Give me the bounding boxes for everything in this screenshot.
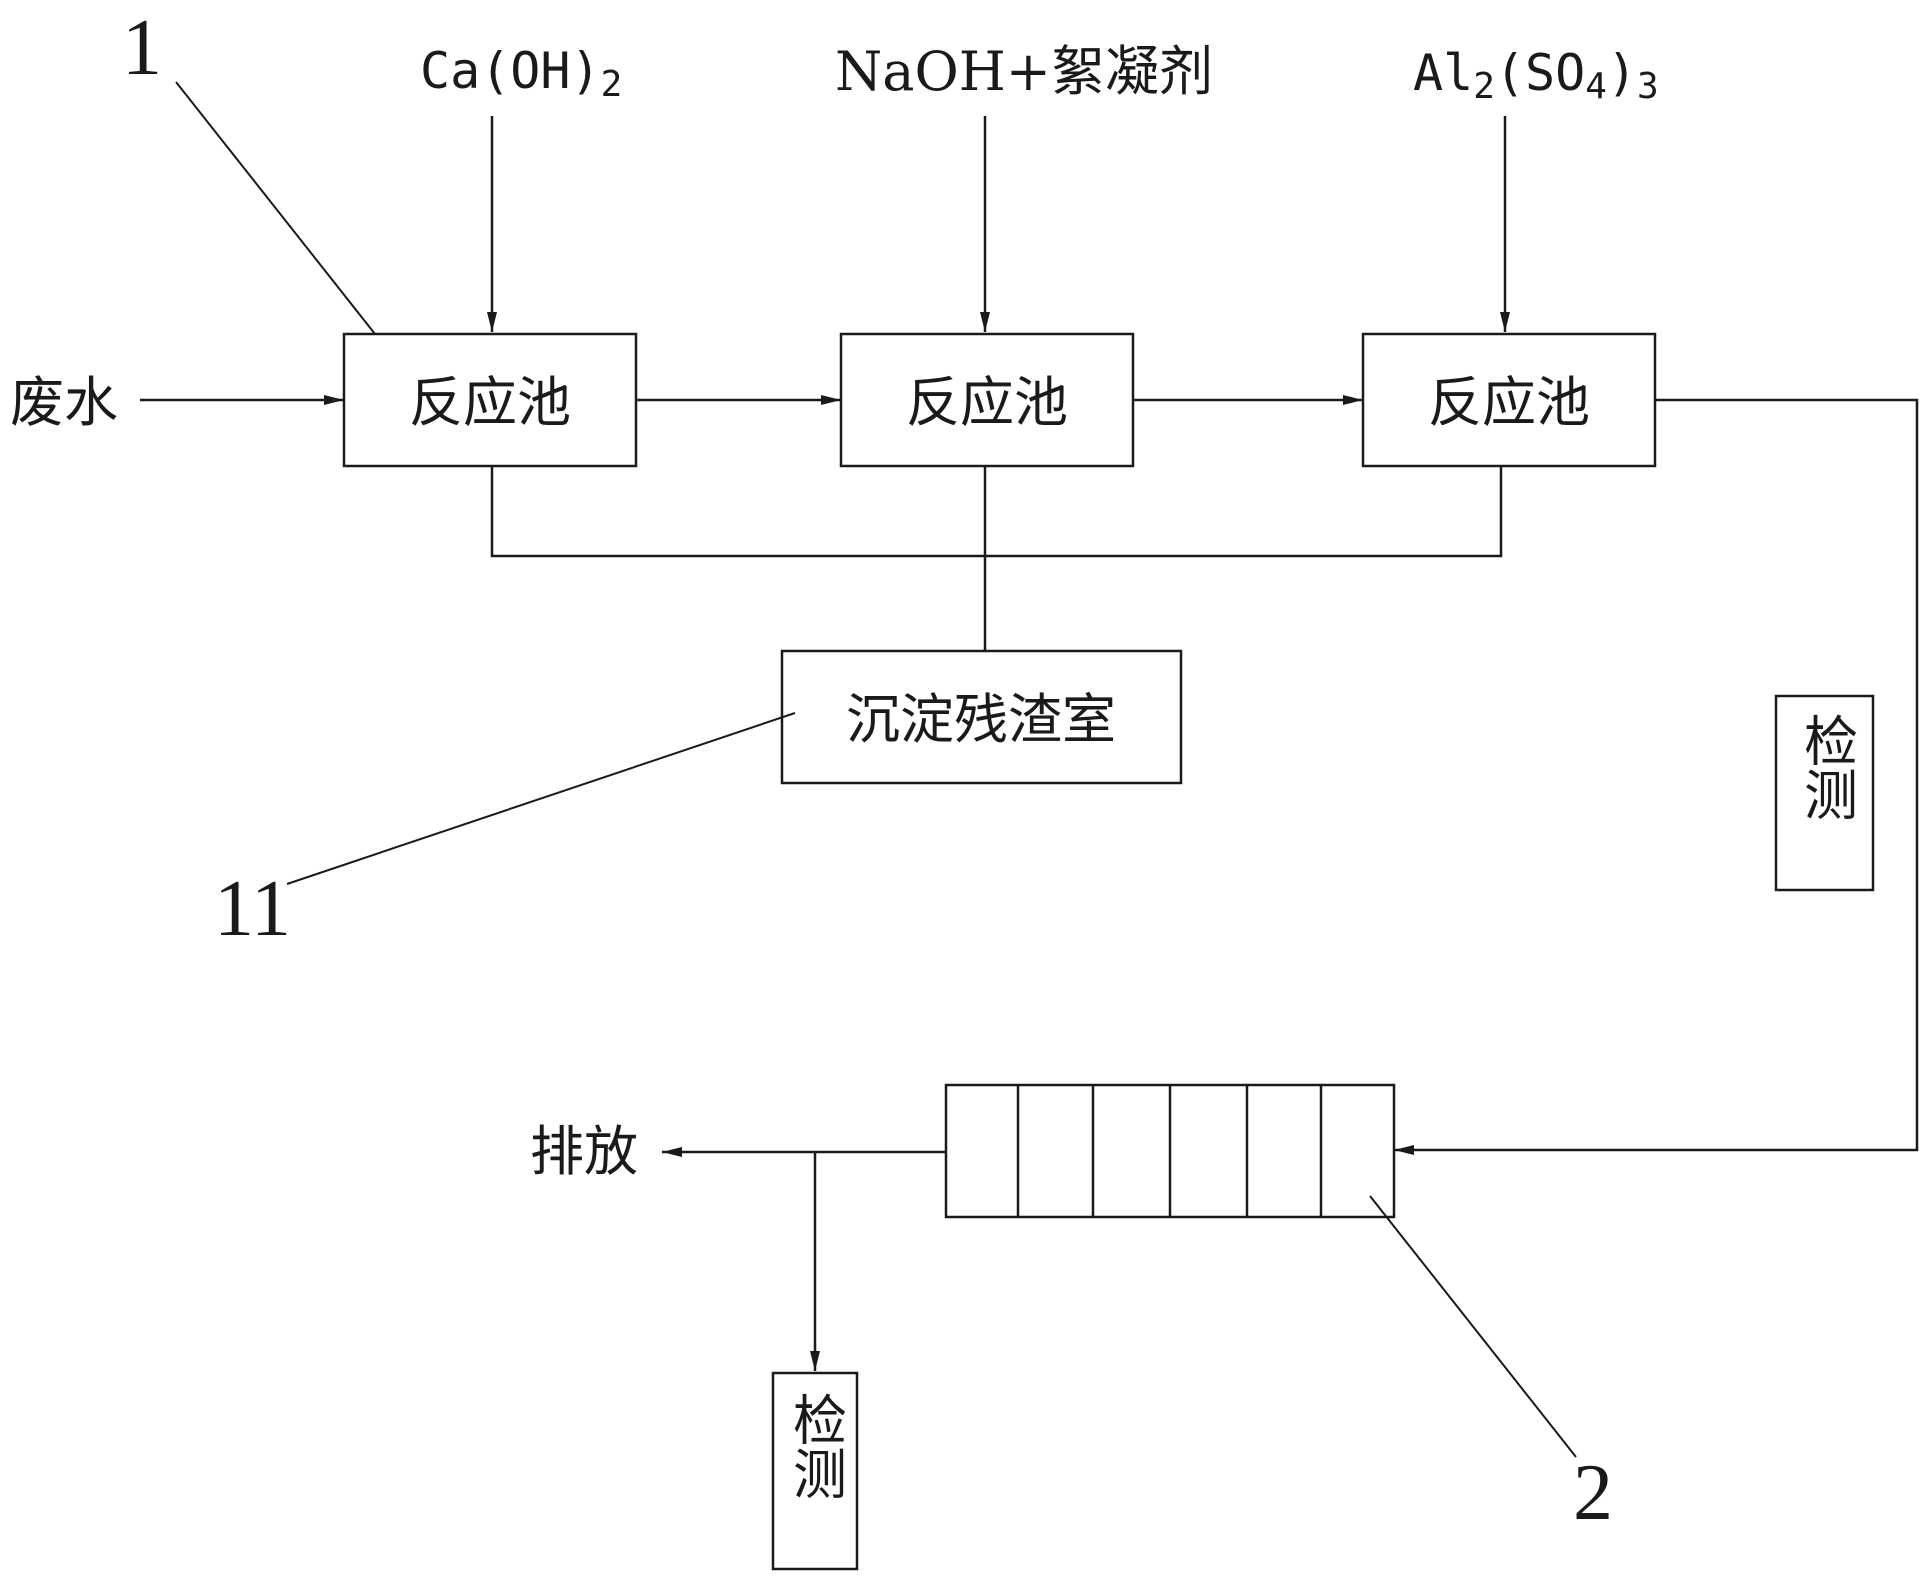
sediment-residue-chamber: 沉淀残渣室 bbox=[780, 649, 1183, 785]
reaction-tank-2: 反应池 bbox=[839, 332, 1135, 468]
ref-leader-1 bbox=[175, 81, 376, 335]
reaction-tank-1-label: 反应池 bbox=[409, 371, 571, 434]
sediment-collection-line bbox=[490, 466, 1503, 558]
reagent-al2so43-label: Al2(SO4)3 bbox=[1413, 44, 1659, 107]
sediment-residue-chamber-label: 沉淀残渣室 bbox=[846, 688, 1116, 751]
reaction-tank-2-label: 反应池 bbox=[906, 371, 1068, 434]
ref-leader-11 bbox=[286, 712, 796, 885]
reagent-naoh-flocculant-label: NaOH+絮凝剂 bbox=[835, 40, 1213, 103]
detection-bottom-label: 检测 bbox=[784, 1392, 847, 1500]
detection-box-bottom: 检测 bbox=[771, 1371, 859, 1571]
outlet-pipe-tank3-to-filter bbox=[1394, 398, 1919, 1155]
detection-box-side: 检测 bbox=[1774, 694, 1875, 892]
ref-number-11: 11 bbox=[214, 865, 291, 953]
detection-side-label: 检测 bbox=[1795, 713, 1858, 821]
reaction-tank-1: 反应池 bbox=[342, 332, 638, 468]
filter-unit bbox=[944, 1083, 1396, 1219]
reaction-tank-3: 反应池 bbox=[1361, 332, 1657, 468]
reaction-tank-3-label: 反应池 bbox=[1428, 371, 1590, 434]
ref-leader-2 bbox=[1369, 1195, 1577, 1458]
reagent-caoh2-label: Ca(OH)2 bbox=[420, 42, 622, 105]
ref-number-1: 1 bbox=[122, 4, 162, 92]
wastewater-label: 废水 bbox=[10, 371, 118, 434]
discharge-label: 排放 bbox=[530, 1120, 638, 1183]
ref-number-2: 2 bbox=[1573, 1449, 1613, 1537]
